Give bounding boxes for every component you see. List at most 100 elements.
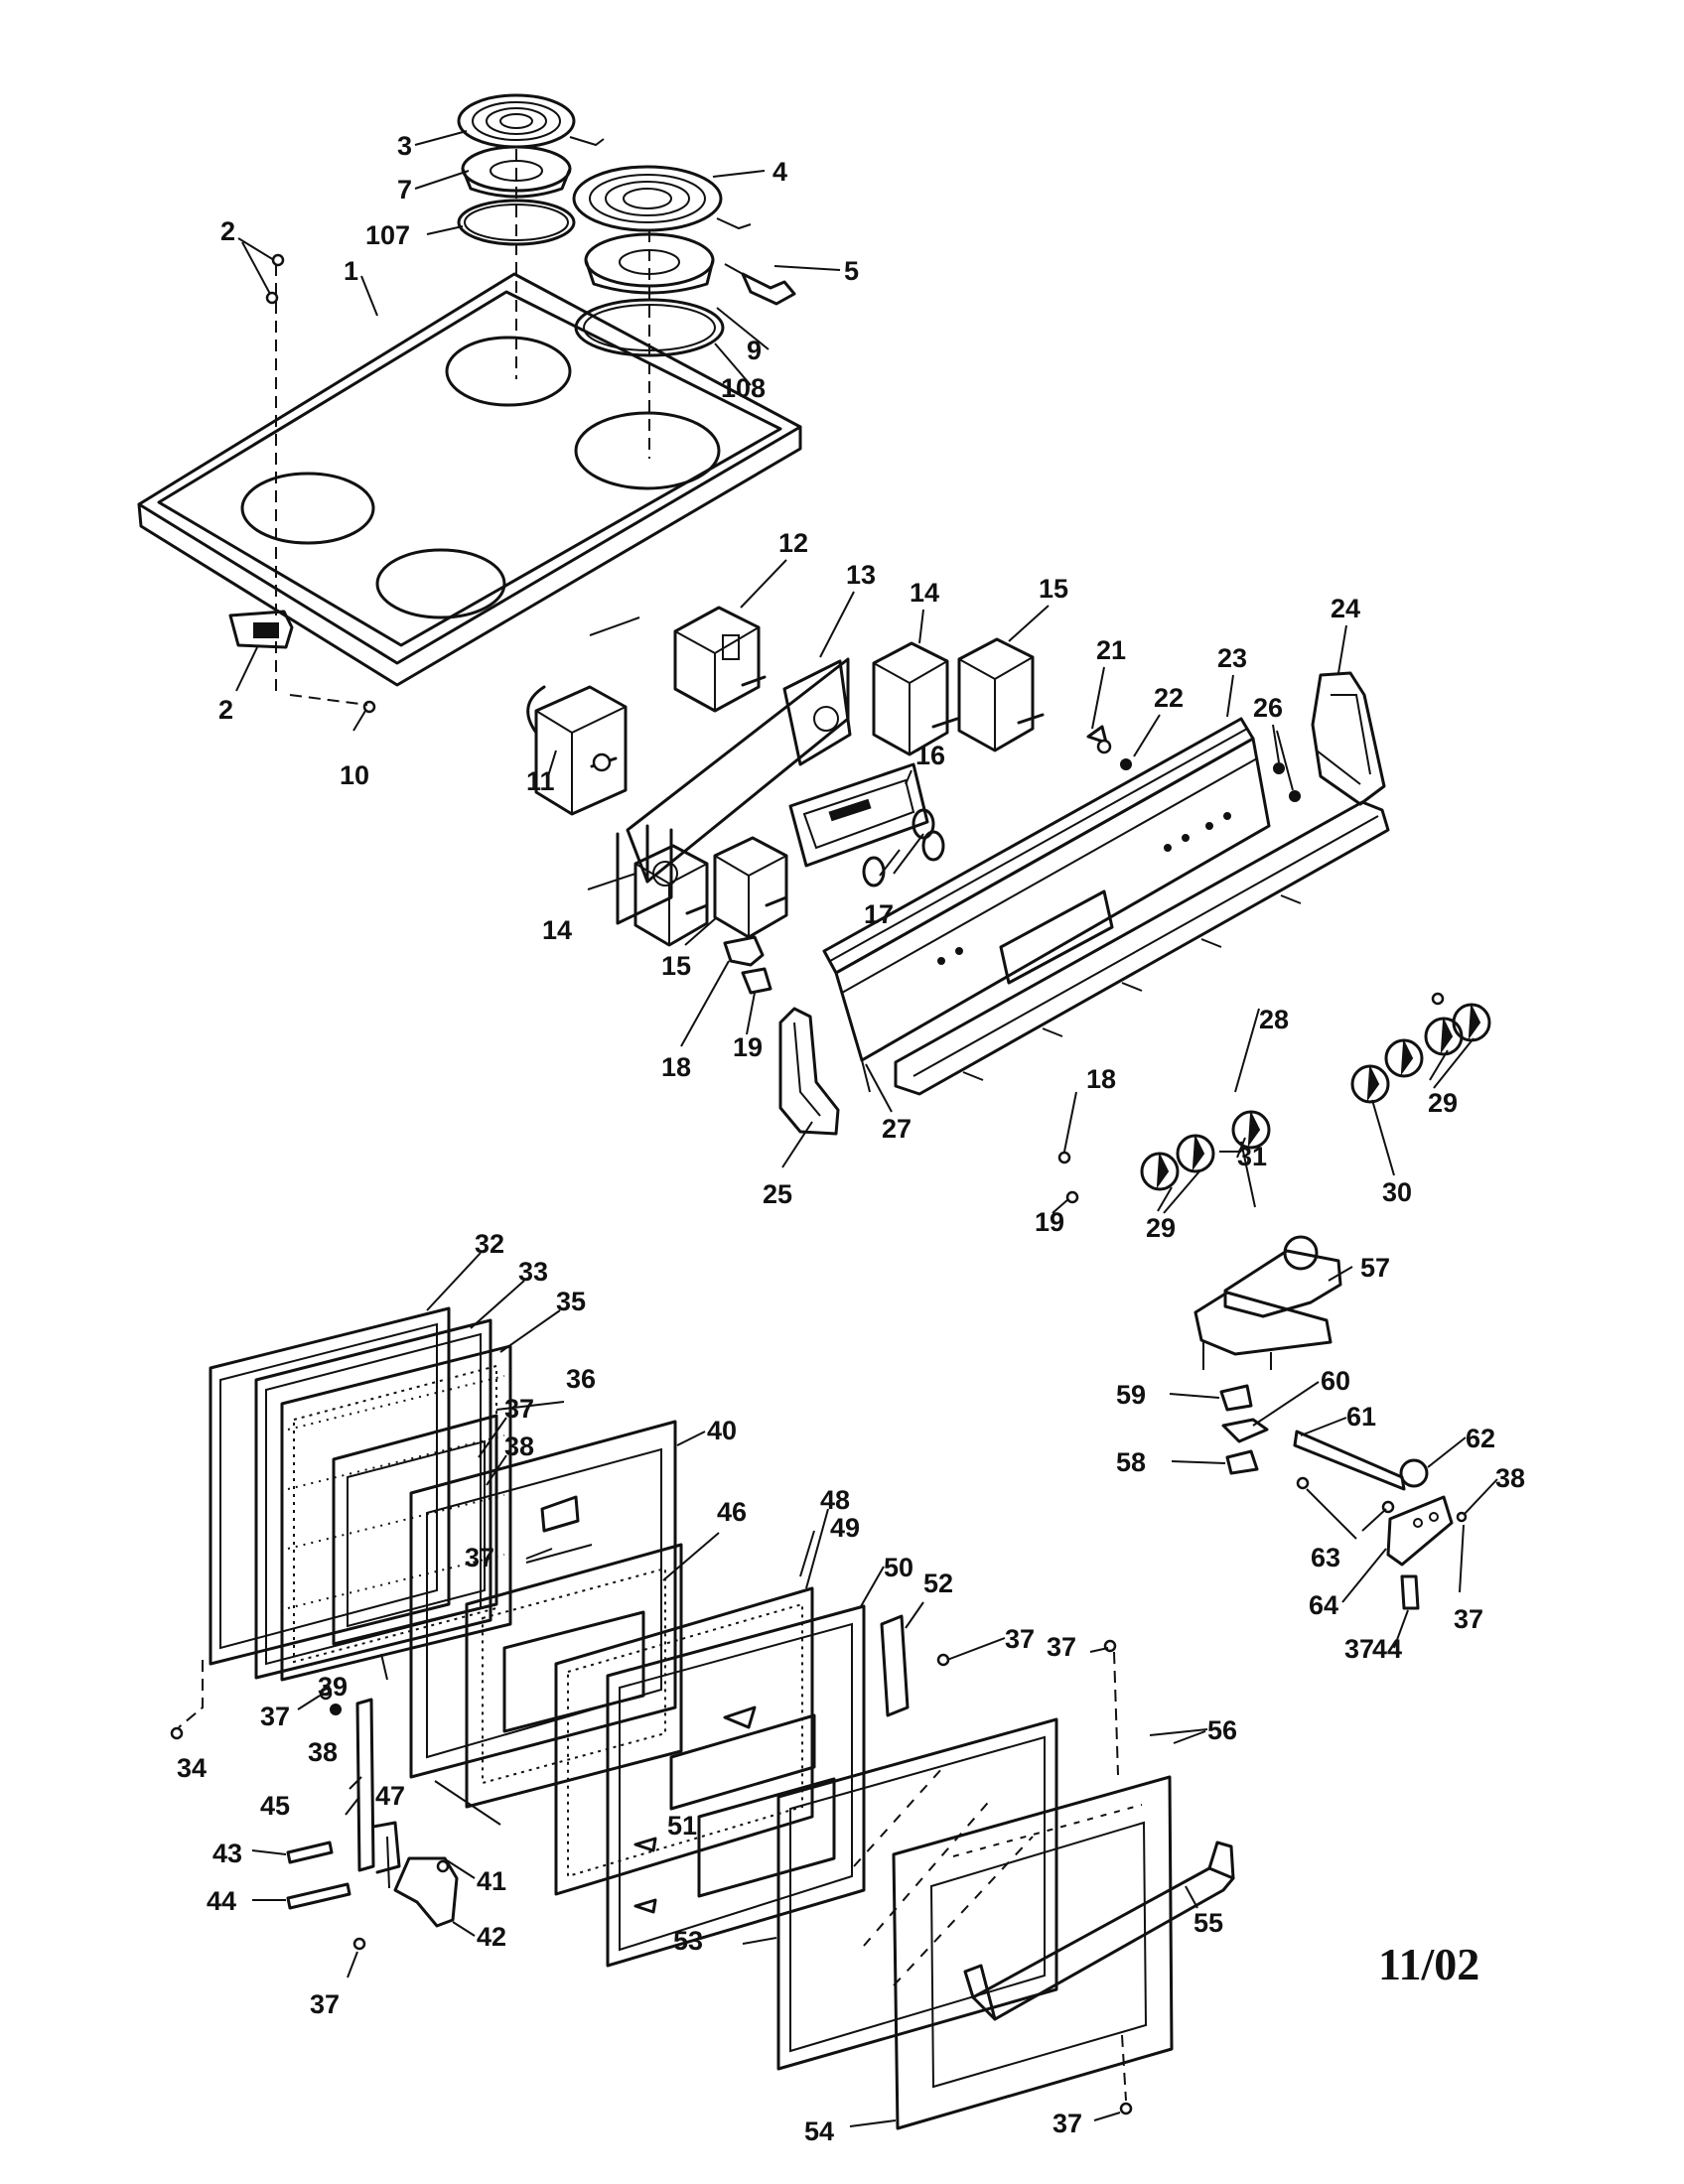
callout-label: 37 <box>1344 1634 1374 1664</box>
switch-58 <box>1225 1449 1259 1475</box>
lamp-bulb <box>1057 1151 1071 1164</box>
callout-label: 59 <box>1116 1380 1146 1410</box>
callout-label: 2 <box>218 695 233 725</box>
callout-label: 63 <box>1311 1543 1340 1572</box>
hinge-pin-44 <box>286 1882 351 1910</box>
control-knob <box>1176 1134 1215 1173</box>
hinge-bracket <box>228 610 294 649</box>
latch-bracket <box>880 1614 910 1717</box>
switch-59 <box>1219 1384 1253 1412</box>
callout-label: 19 <box>733 1032 763 1062</box>
callout-label: 32 <box>475 1229 504 1259</box>
door-liner-32 <box>209 1306 451 1666</box>
door-insulation <box>280 1344 512 1682</box>
switch-15-upper <box>957 637 1045 752</box>
callout-label: 22 <box>1154 683 1184 713</box>
callout-label: 7 <box>397 175 412 205</box>
switch-14-lower <box>633 844 709 947</box>
callout-label: 18 <box>661 1052 691 1082</box>
cooktop-assembly <box>137 93 802 714</box>
callout-label: 45 <box>260 1791 290 1821</box>
callout-label: 55 <box>1193 1908 1223 1938</box>
callout-label: 56 <box>1207 1715 1237 1745</box>
door-lock-motor <box>1193 1235 1342 1370</box>
callout-label: 3 <box>397 131 412 161</box>
callout-label: 48 <box>820 1485 850 1515</box>
end-cap-left <box>778 1007 840 1136</box>
door-liner-33 <box>254 1318 492 1680</box>
surface-element-large <box>572 165 752 232</box>
callout-label: 12 <box>778 528 808 558</box>
stud-44 <box>1400 1574 1420 1610</box>
callout-label: 50 <box>884 1553 913 1582</box>
callout-label: 17 <box>864 899 894 929</box>
callout-label: 47 <box>375 1781 405 1811</box>
cam-60 <box>1221 1418 1269 1443</box>
clock-timer <box>788 762 929 868</box>
callout-label: 10 <box>340 760 369 790</box>
callout-label: 14 <box>542 915 572 945</box>
callout-label: 37 <box>504 1394 534 1424</box>
screw <box>362 700 376 714</box>
callout-label: 38 <box>504 1432 534 1461</box>
knob-screw <box>1431 992 1445 1006</box>
callout-label: 37 <box>260 1702 290 1731</box>
callout-label: 40 <box>707 1416 737 1445</box>
hinge-pin-43 <box>286 1841 334 1864</box>
callout-label: 49 <box>830 1513 860 1543</box>
callout-label: 41 <box>477 1866 506 1896</box>
end-cap-right <box>1311 671 1386 806</box>
callout-label: 57 <box>1360 1253 1390 1283</box>
callout-label: 4 <box>772 157 787 187</box>
door-handle <box>963 1841 1235 2021</box>
cam-62 <box>1399 1458 1429 1488</box>
callout-label: 38 <box>1495 1463 1525 1493</box>
screw-21 <box>1086 725 1112 754</box>
callout-label: 36 <box>566 1364 596 1394</box>
link-61 <box>1293 1430 1406 1491</box>
callout-label: 9 <box>747 336 762 365</box>
callout-label: 62 <box>1466 1424 1495 1453</box>
callout-label: 61 <box>1346 1402 1376 1432</box>
control-knob <box>1231 1110 1271 1150</box>
callout-label: 37 <box>1454 1604 1483 1634</box>
screw <box>936 1653 950 1667</box>
callout-label: 39 <box>318 1672 348 1702</box>
callout-label: 5 <box>844 256 859 286</box>
outer-door-frame <box>892 1775 1174 2130</box>
callout-label: 43 <box>212 1839 242 1868</box>
callout-label: 46 <box>717 1497 747 1527</box>
switch-12 <box>673 606 767 713</box>
date-code: 11/02 <box>1378 1939 1479 1989</box>
callout-label: 52 <box>923 1569 953 1598</box>
callout-label: 107 <box>365 220 410 250</box>
callout-label: 37 <box>1005 1624 1035 1654</box>
callout-label: 1 <box>344 256 358 286</box>
screw <box>1119 2102 1133 2116</box>
switch-15-lower <box>713 836 788 939</box>
control-panel-face <box>834 737 1271 1093</box>
callout-label: 108 <box>721 373 766 403</box>
callout-label: 53 <box>673 1926 703 1956</box>
door-hinge <box>355 1698 459 1928</box>
screw <box>265 291 279 305</box>
lamp-lens <box>1065 1190 1079 1204</box>
screw <box>271 253 285 267</box>
control-knob <box>1424 1017 1464 1056</box>
oven-door-assembly <box>170 1306 1235 2130</box>
cooktop-panel <box>137 272 802 687</box>
callout-label: 27 <box>882 1114 912 1144</box>
callout-label: 26 <box>1253 693 1283 723</box>
callout-label: 23 <box>1217 643 1247 673</box>
callout-label: 13 <box>846 560 876 590</box>
clock-knobs <box>862 808 945 887</box>
callout-label: 2 <box>220 216 235 246</box>
screw-26 <box>1289 790 1301 802</box>
callout-label: 15 <box>1039 574 1068 604</box>
control-knob <box>1452 1003 1491 1042</box>
backguard-trim <box>822 717 1255 975</box>
callout-label: 14 <box>910 578 939 608</box>
door-panel-48 <box>554 1586 814 1896</box>
